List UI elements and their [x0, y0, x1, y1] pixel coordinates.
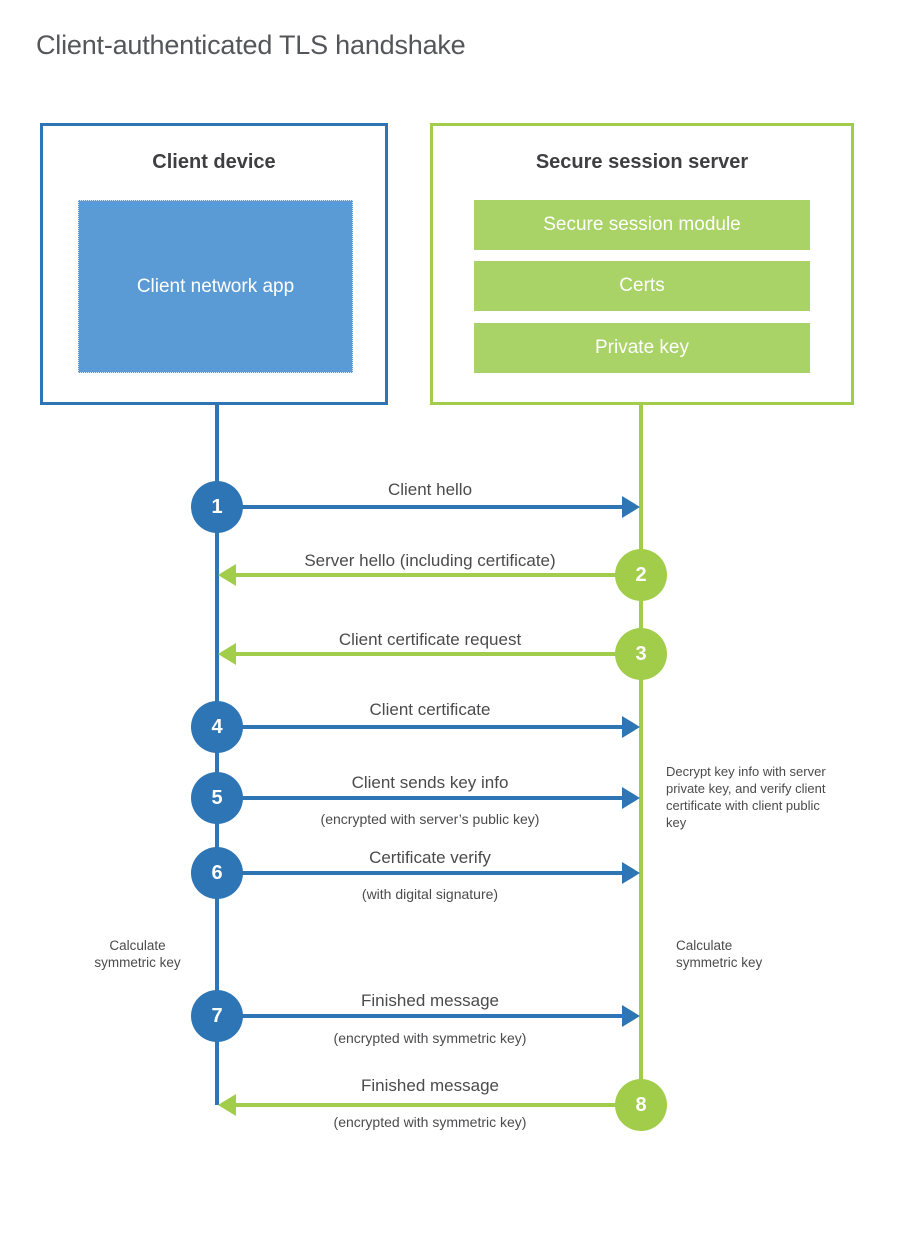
secure-session-server-title: Secure session server [535, 151, 749, 173]
step-3-circle: 3 [615, 628, 667, 680]
decrypt-note: Decrypt key info with server private key… [666, 764, 826, 830]
step-2-arrow-shaft [236, 573, 641, 577]
calc-right-line2: symmetric key [676, 955, 763, 970]
step-6-arrow-shaft [217, 871, 622, 875]
step-5-arrowhead-icon [622, 787, 640, 809]
step-1-label: Client hello [387, 480, 473, 499]
client-network-app-box: Client network app [78, 200, 353, 373]
step-3-arrow-shaft [236, 652, 641, 656]
step-6-sublabel: (with digital signature) [361, 886, 499, 902]
step-2-label: Server hello (including certificate) [304, 551, 556, 570]
step-8-circle: 8 [615, 1079, 667, 1131]
step-7-arrow-shaft [217, 1014, 622, 1018]
step-8-arrow-shaft [236, 1103, 641, 1107]
step-7-arrowhead-icon [622, 1005, 640, 1027]
step-3-label: Client certificate request [338, 630, 522, 649]
calculate-symmetric-key-left: Calculate symmetric key [85, 937, 190, 971]
step-8-label: Finished message [361, 1076, 499, 1095]
step-4-circle: 4 [191, 701, 243, 753]
step-2-circle: 2 [615, 549, 667, 601]
step-6-circle: 6 [191, 847, 243, 899]
page-title: Client-authenticated TLS handshake [36, 30, 466, 60]
step-5-circle: 5 [191, 772, 243, 824]
step-4-arrow-shaft [217, 725, 622, 729]
client-lifeline [215, 405, 219, 1105]
step-2-number: 2 [635, 563, 647, 586]
step-8-number: 8 [635, 1093, 647, 1116]
step-4-arrowhead-icon [622, 716, 640, 738]
step-7-number: 7 [211, 1004, 223, 1027]
server-module-certs: Certs [474, 261, 810, 311]
step-1-number: 1 [211, 495, 223, 518]
calculate-symmetric-key-right: Calculate symmetric key [676, 937, 796, 971]
step-3-number: 3 [635, 642, 647, 665]
step-8-arrowhead-icon [218, 1094, 236, 1116]
calc-right-line1: Calculate [676, 938, 733, 953]
step-4-number: 4 [211, 715, 223, 738]
step-7-sublabel: (encrypted with symmetric key) [333, 1030, 527, 1046]
step-5-label: Client sends key info [351, 773, 509, 792]
client-device-box: Client device Client network app [40, 123, 388, 405]
server-lifeline [639, 405, 643, 1105]
step-5-sublabel: (encrypted with server’s public key) [320, 811, 540, 827]
step-6-number: 6 [211, 861, 223, 884]
step-5-arrow-shaft [217, 796, 622, 800]
step-6-arrowhead-icon [622, 862, 640, 884]
step-4-label: Client certificate [369, 700, 491, 719]
step-1-circle: 1 [191, 481, 243, 533]
server-module-private-key: Private key [474, 323, 810, 373]
step-1-arrow-shaft [217, 505, 622, 509]
calc-left-line2: symmetric key [94, 955, 181, 970]
step-7-circle: 7 [191, 990, 243, 1042]
step-1-arrowhead-icon [622, 496, 640, 518]
client-network-app-label: Client network app [136, 276, 295, 297]
calc-left-line1: Calculate [109, 938, 166, 953]
step-6-label: Certificate verify [369, 848, 491, 867]
server-module-secure-session-module: Secure session module [474, 200, 810, 250]
step-8-sublabel: (encrypted with symmetric key) [333, 1114, 527, 1130]
secure-session-server-box: Secure session server Secure session mod… [430, 123, 854, 405]
step-3-arrowhead-icon [218, 643, 236, 665]
client-device-title: Client device [152, 151, 276, 173]
step-7-label: Finished message [361, 991, 499, 1010]
step-5-number: 5 [211, 786, 223, 809]
step-2-arrowhead-icon [218, 564, 236, 586]
